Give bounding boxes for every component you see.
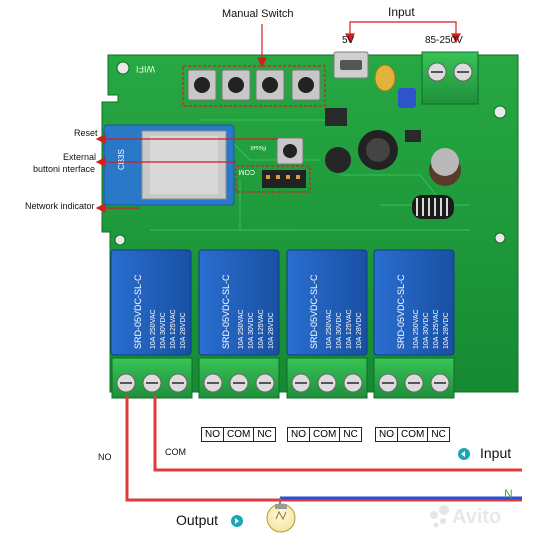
input-right-label: Input	[480, 445, 512, 461]
screw-terminal	[373, 357, 455, 399]
output-label: Output	[176, 512, 219, 528]
terminal-label: NC	[431, 429, 446, 440]
85-250v-label: 85-250V	[425, 35, 463, 46]
relay-text: 10A 30VDC	[160, 312, 167, 349]
screw-terminal	[286, 357, 368, 399]
relay-text: 10A 250VAC	[413, 309, 420, 349]
lightbulb-icon	[266, 503, 296, 533]
external-button-label-1: External	[63, 152, 97, 162]
watermark: Avito	[430, 505, 501, 528]
relay-text: 10A 125VAC	[433, 309, 440, 349]
terminal-label: COM	[398, 428, 429, 441]
terminal-label: COM	[310, 428, 341, 441]
5v-label: 5V	[342, 35, 355, 46]
com-wire-label: COM	[165, 447, 186, 457]
terminal-label: NO	[288, 428, 310, 441]
relay-text: 10A 30VDC	[423, 312, 430, 349]
no-wire-label: NO	[98, 452, 112, 462]
relay-text: 10A 28VDC	[180, 312, 187, 349]
relay-text: 10A 250VAC	[150, 309, 157, 349]
relay-text: 10A 125VAC	[258, 309, 265, 349]
terminal-blocks	[111, 357, 455, 399]
terminal-label: NO	[376, 428, 398, 441]
relay-text: 10A 30VDC	[336, 312, 343, 349]
marker-icons	[231, 448, 470, 527]
annotation-arrows	[95, 21, 461, 213]
input-top-label: Input	[388, 5, 415, 19]
relay-text: 10A 250VAC	[238, 309, 245, 349]
terminal-label: COM	[224, 428, 255, 441]
relay-text: SRD-05VDC-SL-C	[309, 274, 319, 349]
wifi-silk: WIFI	[136, 64, 155, 74]
relay-text: 10A 125VAC	[346, 309, 353, 349]
power-terminal	[421, 51, 479, 105]
relay-text: SRD-05VDC-SL-C	[396, 274, 406, 349]
relay-text: 10A 30VDC	[248, 312, 255, 349]
relay-text: 10A 250VAC	[326, 309, 333, 349]
relay-text: 10A 28VDC	[443, 312, 450, 349]
relay-text: 10A 125VAC	[170, 309, 177, 349]
relay-text: 10A 28VDC	[268, 312, 275, 349]
push-button	[255, 69, 285, 101]
relay-text: 10A 28VDC	[356, 312, 363, 349]
micro-usb-port	[333, 51, 369, 79]
cb3s-silk: CB3S	[117, 149, 126, 170]
relay-text: SRD-05VDC-SL-C	[221, 274, 231, 349]
push-button	[187, 69, 217, 101]
watermark-text: Avito	[452, 506, 501, 528]
external-button-label-2: buttoni nterface	[33, 164, 96, 174]
reset-label: Reset	[74, 128, 98, 138]
com-header: COM	[235, 165, 311, 193]
reset-silk: Reset	[250, 144, 266, 150]
terminal-label: NC	[343, 429, 358, 440]
relay-text: SRD-05VDC-SL-C	[133, 274, 143, 349]
push-button	[291, 69, 321, 101]
push-button	[221, 69, 251, 101]
network-indicator-label: Network indicator	[25, 201, 95, 211]
wires	[125, 395, 522, 505]
components	[325, 64, 461, 219]
manual-switches	[182, 65, 326, 107]
reset-button-component: Reset	[250, 137, 304, 165]
com-silk: COM	[239, 168, 256, 175]
terminal-label: NO	[202, 428, 224, 441]
screw-terminal	[198, 357, 280, 399]
screw-terminal	[111, 357, 193, 399]
terminal-label: NC	[257, 429, 272, 440]
wifi-module: WIFI CB3S	[103, 64, 235, 206]
manual-switch-label: Manual Switch	[222, 8, 294, 20]
neutral-label: N	[504, 487, 513, 501]
